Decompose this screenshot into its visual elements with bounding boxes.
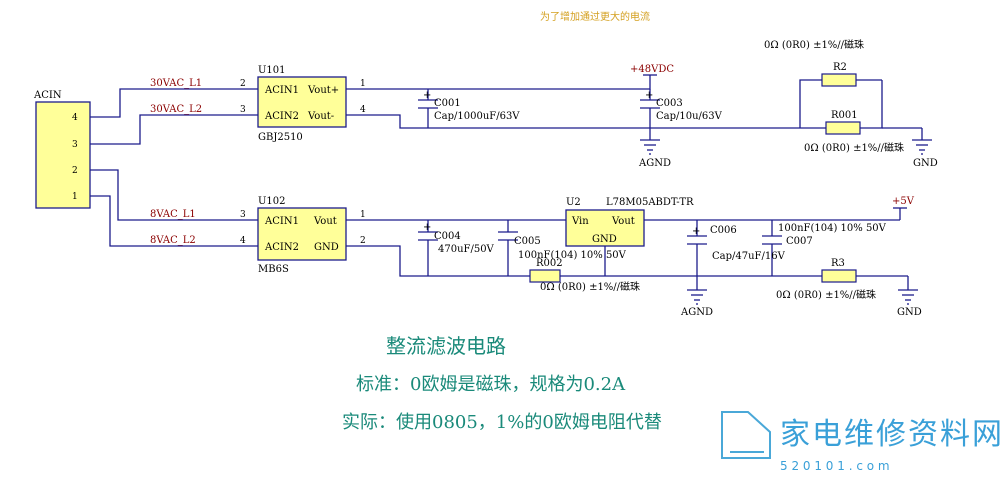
u2-part: L78M05ABDT-TR [606,197,694,208]
acin-label: ACIN [33,90,62,101]
r001-ref: R001 [831,110,858,121]
u102-pin-name: ACIN1 [264,216,299,227]
c006-ref: C006 [710,225,737,236]
u102-part: MB6S [258,264,289,275]
r001-value: 0Ω (0R0) ±1%//磁珠 [804,141,904,154]
u2-pin-name: Vout [611,216,635,227]
u101-pin-name: ACIN1 [264,85,299,96]
u102-ref: U102 [258,196,286,207]
v5-label: +5V [892,196,915,207]
top-note: 为了增加通过更大的电流 [540,10,650,23]
wire [860,80,883,129]
polarity-mark: + [645,90,653,101]
u102-pin-num: 1 [360,210,366,220]
c005-ref: C005 [514,236,541,247]
net-label: 8VAC_L2 [150,235,196,246]
v48-label: +48VDC [630,64,674,75]
u101-ref: U101 [258,65,286,76]
u102-pin-num: 4 [240,236,246,246]
c007-ref: C007 [786,236,813,247]
agnd-symbol-2 [687,289,707,305]
c007-value: 100nF(104) 10% 50V [778,223,887,234]
r2-ref: R2 [833,62,847,73]
u101-pin-name: ACIN2 [264,111,299,122]
u102-pin-num: 3 [240,210,246,220]
u102-pin-name: Vout [313,216,337,227]
wire [346,114,830,129]
r002-body [529,269,561,283]
net-label: 8VAC_L1 [150,209,196,220]
c003-ref: C003 [656,98,683,109]
u101-pin-name: Vout- [307,111,334,122]
r002-value: 0Ω (0R0) ±1%//磁珠 [540,280,640,293]
r2-value: 0Ω (0R0) ±1%//磁珠 [764,38,864,51]
c005-value: 100nF(104) 10% 50V [518,250,627,261]
wire [346,75,651,90]
u102-pin-name: ACIN2 [264,242,299,253]
net-label: 30VAC_L2 [150,104,202,115]
c004-value: 470uF/50V [438,244,495,255]
wire [90,114,258,145]
r001-body [825,121,861,135]
u101-pin-num: 3 [240,105,246,115]
u2-body [565,209,645,247]
u102-body [257,207,347,261]
acin-pin: 3 [72,140,78,150]
agnd-symbol-1 [640,139,660,155]
gnd-symbol-1 [912,139,932,155]
u102-pin-num: 2 [360,236,366,246]
u101-part: GBJ2510 [258,132,303,143]
u101-pin-num: 1 [360,79,366,89]
c001-value: Cap/1000uF/63V [434,111,520,122]
r3-body [821,269,857,283]
wire [799,79,822,128]
r3-ref: R3 [831,258,845,269]
agnd-label: AGND [638,158,671,169]
u101-pin-num: 2 [240,79,246,89]
u101-pin-name: Vout+ [307,85,339,96]
wire [90,169,258,221]
agnd-label: AGND [680,307,713,318]
standard-note: 标准：0欧姆是磁珠，规格为0.2A [356,374,626,395]
net-label: 30VAC_L1 [150,78,202,89]
u2-pin-name: Vin [571,216,589,227]
r2-body [821,73,857,87]
circuit-title: 整流滤波电路 [386,334,506,358]
u2-pin-name: GND [592,234,617,245]
u101-pin-num: 4 [360,105,366,115]
gnd-symbol-2 [898,289,918,305]
gnd-label: GND [913,158,938,169]
c003-value: Cap/10u/63V [656,111,723,122]
polarity-mark: + [692,226,700,237]
u2-ref: U2 [566,197,581,208]
acin-connector [35,101,91,209]
acin-pin: 1 [72,192,78,202]
watermark-site-name: 家电维修资料网 [780,417,1000,452]
watermark-logo: 家电维修资料网 5 2 0 1 0 1 . c o m [721,411,1000,473]
watermark-site-number: 5 2 0 1 0 1 . c o m [780,459,890,473]
r3-value: 0Ω (0R0) ±1%//磁珠 [776,288,876,301]
wire [90,195,258,247]
acin-pin: 2 [72,166,78,176]
wire [346,245,530,277]
acin-pin: 4 [72,113,78,123]
u101-body [257,76,347,128]
c001-ref: C001 [434,98,461,109]
wire [90,88,258,118]
actual-note: 实际：使用0805，1%的0欧姆电阻代替 [342,412,662,433]
polarity-mark: + [423,222,431,233]
r002-ref: R002 [536,258,563,269]
c004-ref: C004 [434,231,461,242]
c006-value: Cap/47uF/16V [712,251,786,262]
u102-pin-name: GND [314,242,339,253]
gnd-label: GND [897,307,922,318]
polarity-mark: + [423,90,431,101]
